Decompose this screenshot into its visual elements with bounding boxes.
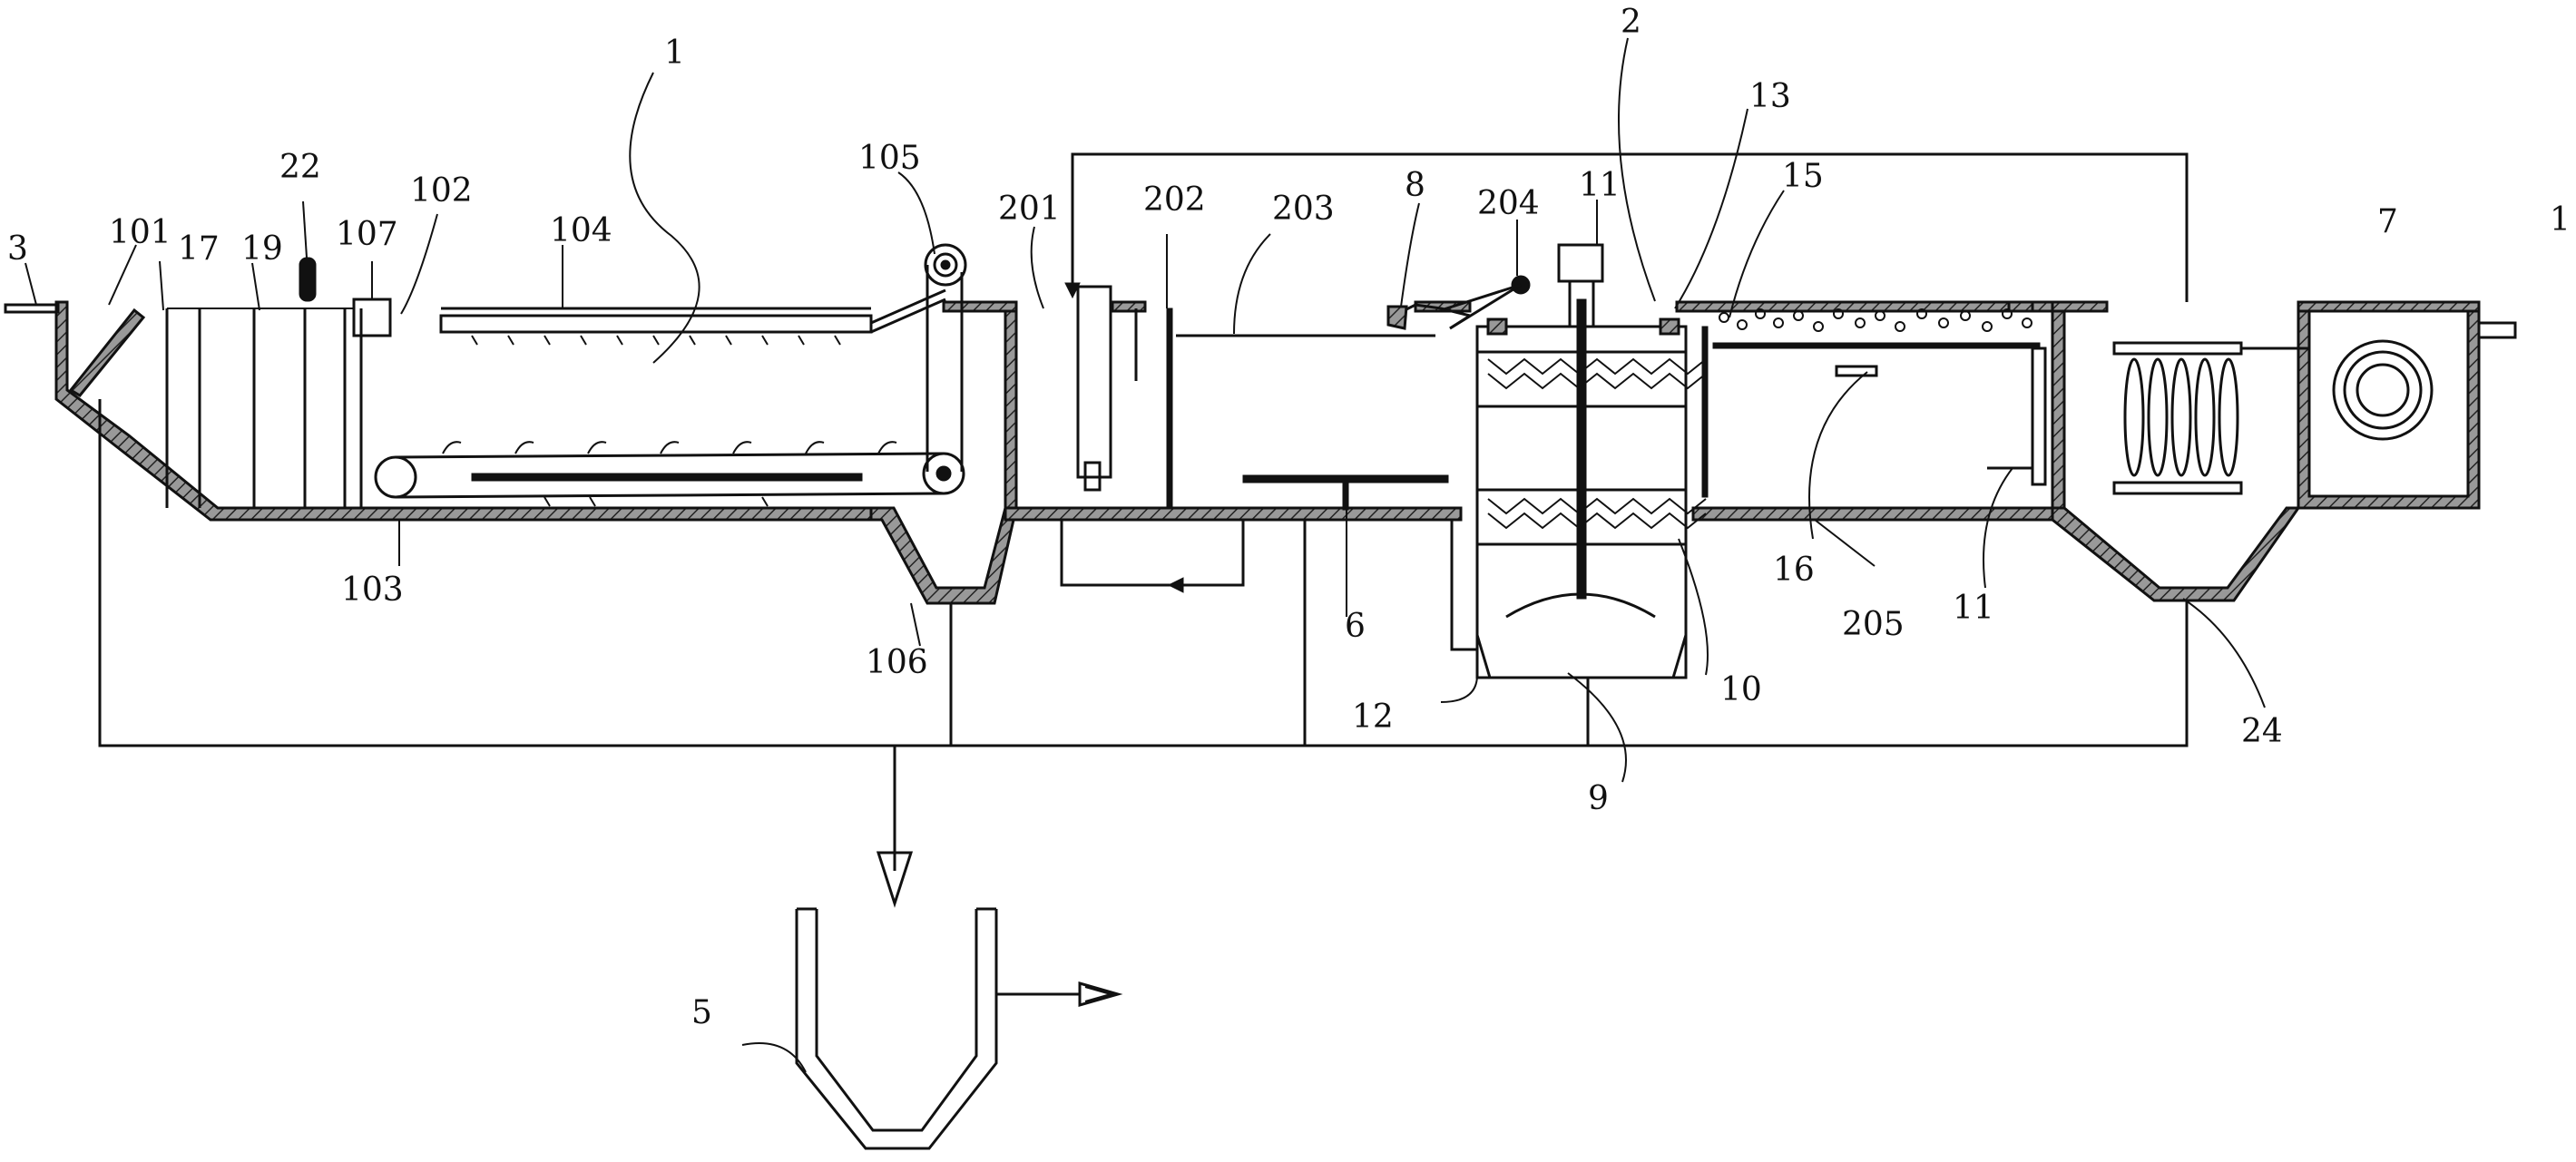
label-16: 16 (1773, 552, 1815, 589)
filter-chamber-205 (1701, 308, 2047, 498)
label-15: 15 (1782, 158, 1824, 195)
label-1: 1 (664, 34, 685, 72)
label-17: 17 (178, 230, 220, 268)
sludge-lines (98, 399, 2189, 908)
main-tank-wall (4, 300, 2517, 605)
label-3: 3 (7, 230, 28, 268)
sludge-tank-5 (795, 907, 1123, 1150)
label-1-right: 1 (2550, 201, 2571, 239)
label-106: 106 (866, 644, 928, 681)
top-conveyor-104 (439, 288, 946, 346)
label-11-bottom: 11 (1953, 590, 1994, 627)
label-103: 103 (341, 571, 404, 609)
label-107: 107 (336, 216, 398, 253)
dosing-compartment-201 (1060, 285, 1449, 593)
label-13: 13 (1749, 78, 1791, 115)
label-101: 101 (109, 214, 171, 251)
label-7: 7 (2377, 203, 2398, 240)
bottom-conveyor-103 (374, 441, 965, 507)
label-105: 105 (858, 140, 921, 177)
label-201: 201 (998, 190, 1061, 228)
return-pipe (1064, 152, 2189, 302)
label-9: 9 (1588, 780, 1609, 817)
label-102: 102 (410, 172, 473, 210)
mixing-reactor-9 (1450, 243, 1707, 679)
label-10: 10 (1720, 671, 1762, 708)
label-24: 24 (2241, 713, 2283, 750)
label-6: 6 (1345, 608, 1366, 645)
label-19: 19 (241, 230, 283, 268)
compartment-17-19 (165, 257, 392, 508)
label-205: 205 (1842, 606, 1905, 643)
label-202: 202 (1143, 181, 1206, 219)
pump-unit-7 (2332, 339, 2434, 441)
drive-wheel-105 (924, 243, 967, 472)
label-8: 8 (1405, 167, 1425, 204)
label-22: 22 (279, 149, 321, 186)
leader-lines (24, 37, 2266, 1073)
label-203: 203 (1272, 190, 1335, 228)
skimmer-8 (1386, 275, 1531, 330)
label-2: 2 (1621, 4, 1641, 41)
label-5: 5 (691, 994, 712, 1031)
membrane-module-24 (2112, 341, 2309, 495)
label-12: 12 (1352, 698, 1394, 736)
screen-101 (68, 308, 146, 397)
label-204: 204 (1477, 185, 1540, 222)
part-labels: 3 101 17 19 22 107 102 104 1 105 201 202… (7, 4, 2571, 1031)
label-11-top: 11 (1579, 167, 1621, 204)
label-104: 104 (550, 212, 612, 249)
